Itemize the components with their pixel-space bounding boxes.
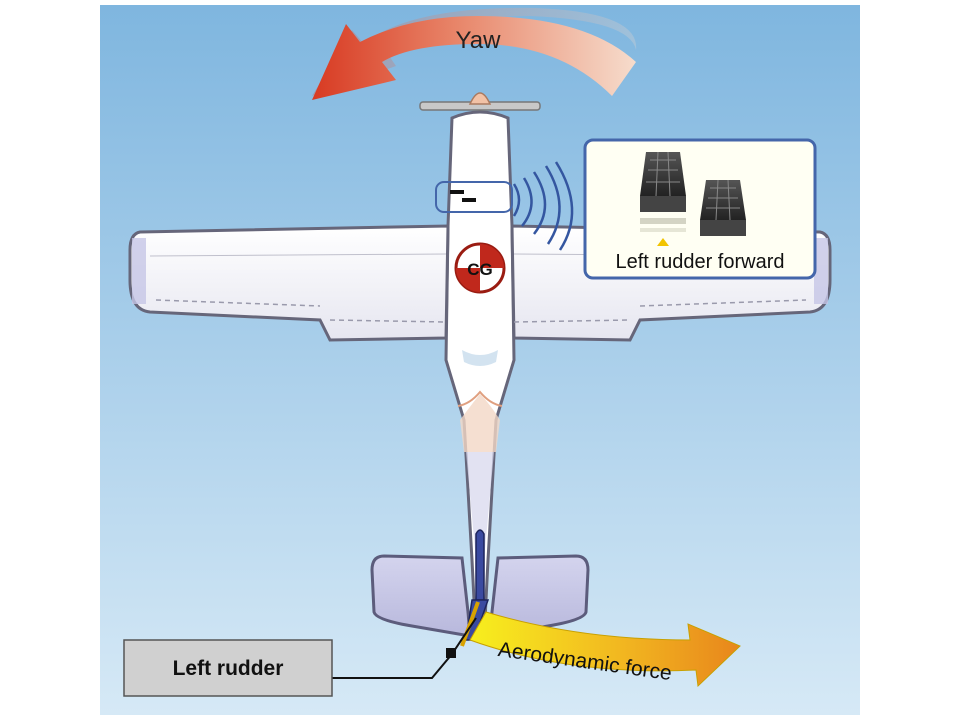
cg-symbol [454, 242, 506, 294]
left-rudder-callout-label: Left rudder [173, 657, 284, 680]
cg-label: CG [467, 260, 493, 279]
pedal-indicator-icon [657, 238, 669, 246]
rudder [460, 529, 490, 647]
callout-leader [332, 617, 477, 679]
inset-caption: Left rudder forward [616, 251, 785, 273]
horizontal-stabilizer [370, 554, 590, 638]
yaw-label: Yaw [456, 27, 502, 54]
left-pedal-icon [640, 151, 686, 232]
rudder-pedal-inset [583, 138, 817, 280]
aerodynamic-force-arrow [469, 611, 741, 688]
propeller [419, 92, 541, 111]
left-rudder-callout-box [123, 639, 333, 697]
vibration-arcs [512, 161, 574, 251]
fuselage [444, 110, 516, 642]
right-pedal-icon [700, 179, 746, 236]
engine-cowl [435, 181, 513, 213]
yaw-arrow [312, 7, 637, 100]
